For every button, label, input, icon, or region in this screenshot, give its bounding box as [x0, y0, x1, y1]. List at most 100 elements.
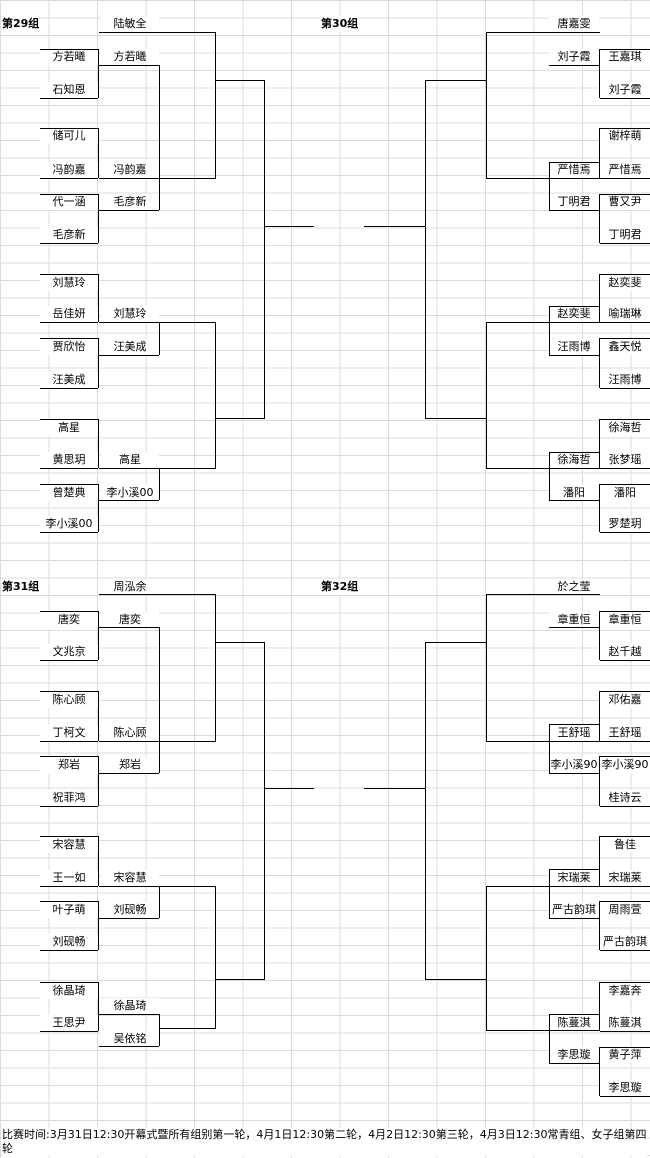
g31-r2-player-1: 周泓余 — [101, 579, 159, 595]
g29-r1-player-12: 黄思玥 — [40, 452, 98, 468]
group-31-title: 第31组 — [2, 579, 40, 595]
g30-r1-player-6: 丁明君 — [600, 227, 650, 243]
bracket-line — [486, 886, 487, 1030]
bracket-line — [600, 741, 650, 742]
group-32-title: 第32组 — [321, 579, 359, 595]
bracket-line — [99, 1014, 159, 1015]
bracket-line — [40, 419, 98, 420]
g30-r2-player-2: 刘子霞 — [549, 49, 599, 65]
g32-r1-player-13: 黄子萍 — [600, 1047, 650, 1063]
bracket-line — [549, 773, 600, 774]
bracket-line — [599, 901, 600, 950]
g30-r1-player-14: 罗楚玥 — [600, 516, 650, 532]
g31-r2-player-6: 刘砚畅 — [101, 902, 159, 918]
bracket-line — [40, 338, 98, 339]
bracket-line — [159, 468, 160, 500]
bracket-line — [40, 950, 98, 951]
bracket-line — [99, 627, 159, 628]
g30-r1-player-12: 张梦瑶 — [600, 452, 650, 468]
group-30-title: 第30组 — [321, 16, 359, 32]
bracket-line — [599, 128, 600, 178]
bracket-line — [99, 210, 159, 211]
bracket-line — [486, 178, 600, 179]
bracket-line — [98, 274, 99, 322]
bracket-line — [40, 274, 98, 275]
g31-r1-player-6: 祝菲鸿 — [40, 790, 98, 806]
bracket-line — [40, 468, 98, 469]
bracket-line — [159, 886, 160, 918]
bracket-line — [549, 500, 600, 501]
g29-r1-player-7: 刘慧玲 — [40, 275, 98, 291]
bracket-line — [600, 468, 650, 469]
g29-r1-player-4: 冯韵嘉 — [40, 162, 98, 178]
bracket-line — [599, 419, 600, 468]
g30-r1-player-13: 潘阳 — [600, 485, 650, 501]
g29-r1-player-10: 汪美成 — [40, 372, 98, 388]
bracket-line — [98, 419, 99, 468]
g29-r2-player-6: 汪美成 — [101, 339, 159, 355]
bracket-line — [40, 388, 98, 389]
g32-r2-player-1: 於之莹 — [549, 579, 599, 595]
g32-r2-player-8: 李思璇 — [549, 1047, 599, 1063]
g31-r1-player-1: 唐奕 — [40, 612, 98, 628]
bracket-line — [600, 49, 650, 50]
g32-r1-player-5: 李小溪90 — [600, 757, 650, 773]
bracket-line — [98, 836, 99, 886]
g31-r1-player-8: 王一如 — [40, 870, 98, 886]
g32-r1-player-10: 严古韵琪 — [600, 934, 650, 950]
bracket-line — [549, 1014, 600, 1015]
bracket-line — [549, 65, 600, 66]
bracket-line — [99, 355, 159, 356]
bracket-line — [40, 741, 98, 742]
bracket-line — [599, 1047, 600, 1096]
g32-r2-player-7: 陈蔓淇 — [549, 1015, 599, 1031]
bracket-line — [600, 322, 650, 323]
bracket-line — [549, 1063, 600, 1064]
g32-r1-player-8: 宋瑞莱 — [600, 870, 650, 886]
g32-r1-player-14: 李思璇 — [600, 1080, 650, 1096]
g31-r1-player-3: 陈心顾 — [40, 692, 98, 708]
bracket-line — [99, 918, 159, 919]
bracket-line — [215, 418, 265, 419]
bracket-line — [215, 642, 265, 643]
bracket-line — [215, 979, 265, 980]
bracket-line — [600, 98, 650, 99]
bracket-line — [99, 468, 216, 469]
g29-r2-player-2: 方若曦 — [101, 49, 159, 65]
bracket-line — [600, 886, 650, 887]
bracket-line — [98, 128, 99, 178]
g31-r2-player-2: 唐奕 — [101, 612, 159, 628]
bracket-line — [159, 322, 160, 355]
bracket-line — [600, 1031, 650, 1032]
g29-r1-player-3: 储可儿 — [40, 128, 98, 144]
g31-r1-player-4: 丁柯文 — [40, 725, 98, 741]
bracket-line — [99, 322, 216, 323]
bracket-line — [549, 627, 600, 628]
bracket-line — [98, 982, 99, 1031]
bracket-line — [600, 806, 650, 807]
bracket-line — [600, 982, 650, 983]
g32-r1-player-3: 邓佑嘉 — [600, 692, 650, 708]
g31-r2-player-5: 宋容慧 — [101, 870, 159, 886]
bracket-line — [98, 338, 99, 388]
g32-r2-player-6: 严古韵琪 — [549, 902, 599, 918]
g29-r1-player-9: 贾欣怡 — [40, 339, 98, 355]
bracket-line — [599, 274, 600, 322]
bracket-line — [264, 642, 265, 979]
bracket-line — [98, 756, 99, 806]
g29-r1-player-11: 高星 — [40, 420, 98, 436]
bracket-line — [600, 419, 650, 420]
g31-r1-player-10: 刘砚畅 — [40, 934, 98, 950]
bracket-line — [40, 194, 98, 195]
bracket-line — [599, 484, 600, 532]
bracket-line — [159, 65, 160, 178]
bracket-line — [600, 194, 650, 195]
bracket-line — [600, 1096, 650, 1097]
bracket-line — [99, 773, 159, 774]
bracket-line — [425, 418, 486, 419]
g29-r2-player-4: 毛彦新 — [101, 194, 159, 210]
bracket-line — [600, 388, 650, 389]
bracket-line — [549, 918, 600, 919]
bracket-line — [99, 500, 159, 501]
g31-r2-player-4: 郑岩 — [101, 757, 159, 773]
